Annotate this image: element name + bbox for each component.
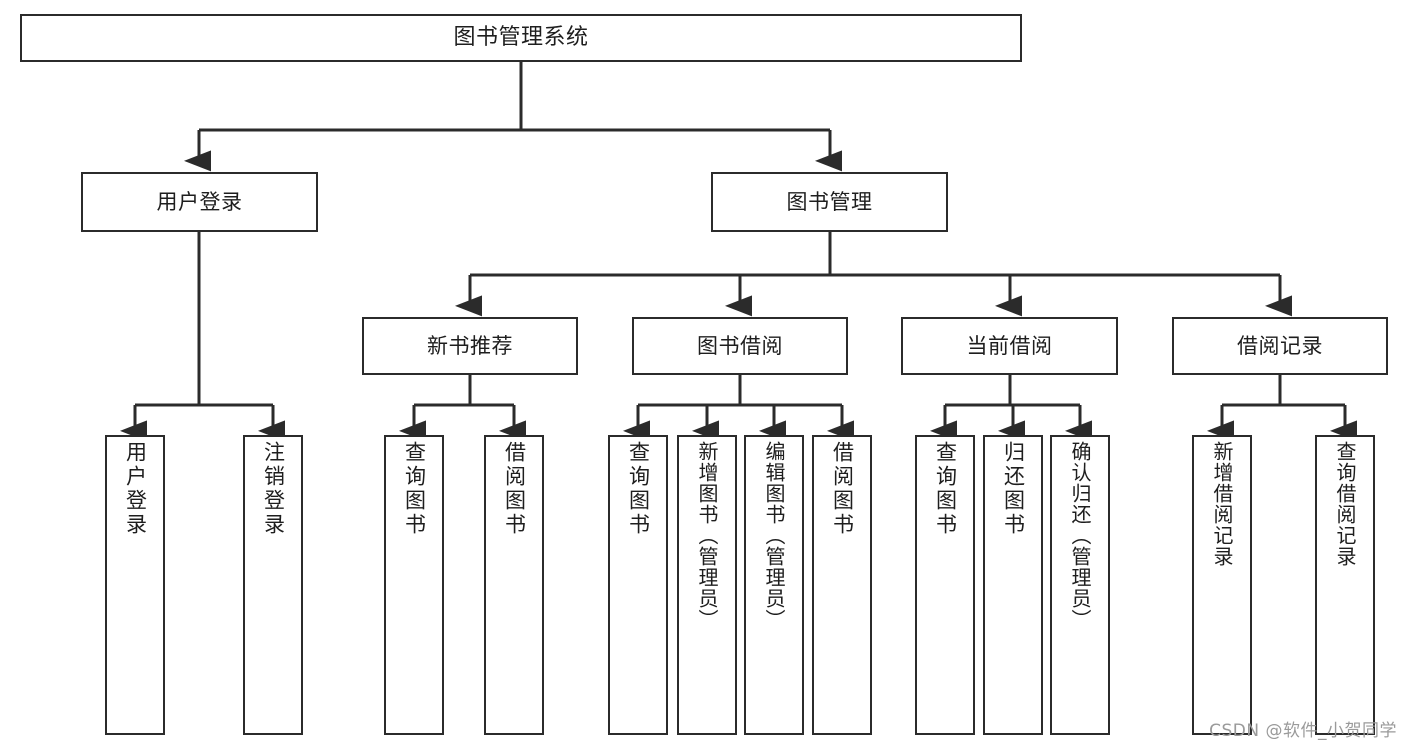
- leaf-borrow-borrow-book[interactable]: 借阅图书: [812, 435, 872, 735]
- node-label: 查询图书: [626, 441, 651, 537]
- node-book-borrow[interactable]: 图书借阅: [632, 317, 848, 375]
- node-book-management[interactable]: 图书管理: [711, 172, 948, 232]
- node-label: 新书推荐: [427, 333, 513, 358]
- node-label: 注销登录: [261, 441, 286, 537]
- node-borrow-record[interactable]: 借阅记录: [1172, 317, 1388, 375]
- leaf-borrow-query-book[interactable]: 查询图书: [608, 435, 668, 735]
- leaf-borrow-edit-book-admin[interactable]: 编辑图书（管理员）: [744, 435, 804, 735]
- node-user-login[interactable]: 用户登录: [81, 172, 318, 232]
- node-label: 借阅图书: [830, 441, 855, 537]
- leaf-borrow-add-book-admin[interactable]: 新增图书（管理员）: [677, 435, 737, 735]
- node-label: 编辑图书（管理员）: [762, 441, 786, 630]
- node-current-borrow[interactable]: 当前借阅: [901, 317, 1118, 375]
- node-label: 新增借阅记录: [1210, 441, 1234, 567]
- node-label: 归还图书: [1001, 441, 1026, 537]
- node-label: 确认归还（管理员）: [1068, 441, 1092, 630]
- node-label: 查询借阅记录: [1333, 441, 1357, 567]
- node-label: 借阅记录: [1237, 333, 1323, 358]
- node-root-system[interactable]: 图书管理系统: [20, 14, 1022, 62]
- node-label: 查询图书: [933, 441, 958, 537]
- node-label: 借阅图书: [502, 441, 527, 537]
- leaf-current-return-book[interactable]: 归还图书: [983, 435, 1043, 735]
- node-label: 当前借阅: [966, 333, 1053, 358]
- node-label: 图书管理系统: [453, 25, 589, 51]
- leaf-recommend-query-book[interactable]: 查询图书: [384, 435, 444, 735]
- node-label: 新增图书（管理员）: [695, 441, 719, 630]
- leaf-user-login-logout[interactable]: 注销登录: [243, 435, 303, 735]
- node-label: 用户登录: [156, 189, 243, 214]
- leaf-user-login-login[interactable]: 用户登录: [105, 435, 165, 735]
- leaf-current-query-book[interactable]: 查询图书: [915, 435, 975, 735]
- leaf-current-confirm-return-admin[interactable]: 确认归还（管理员）: [1050, 435, 1110, 735]
- leaf-record-add-record[interactable]: 新增借阅记录: [1192, 435, 1252, 735]
- node-label: 图书借阅: [697, 333, 783, 358]
- node-label: 用户登录: [123, 441, 148, 537]
- leaf-recommend-borrow-book[interactable]: 借阅图书: [484, 435, 544, 735]
- node-label: 图书管理: [786, 189, 873, 214]
- node-label: 查询图书: [402, 441, 427, 537]
- leaf-record-query-record[interactable]: 查询借阅记录: [1315, 435, 1375, 735]
- watermark-text: CSDN @软件_小贺同学: [1209, 721, 1397, 741]
- node-new-book-recommend[interactable]: 新书推荐: [362, 317, 578, 375]
